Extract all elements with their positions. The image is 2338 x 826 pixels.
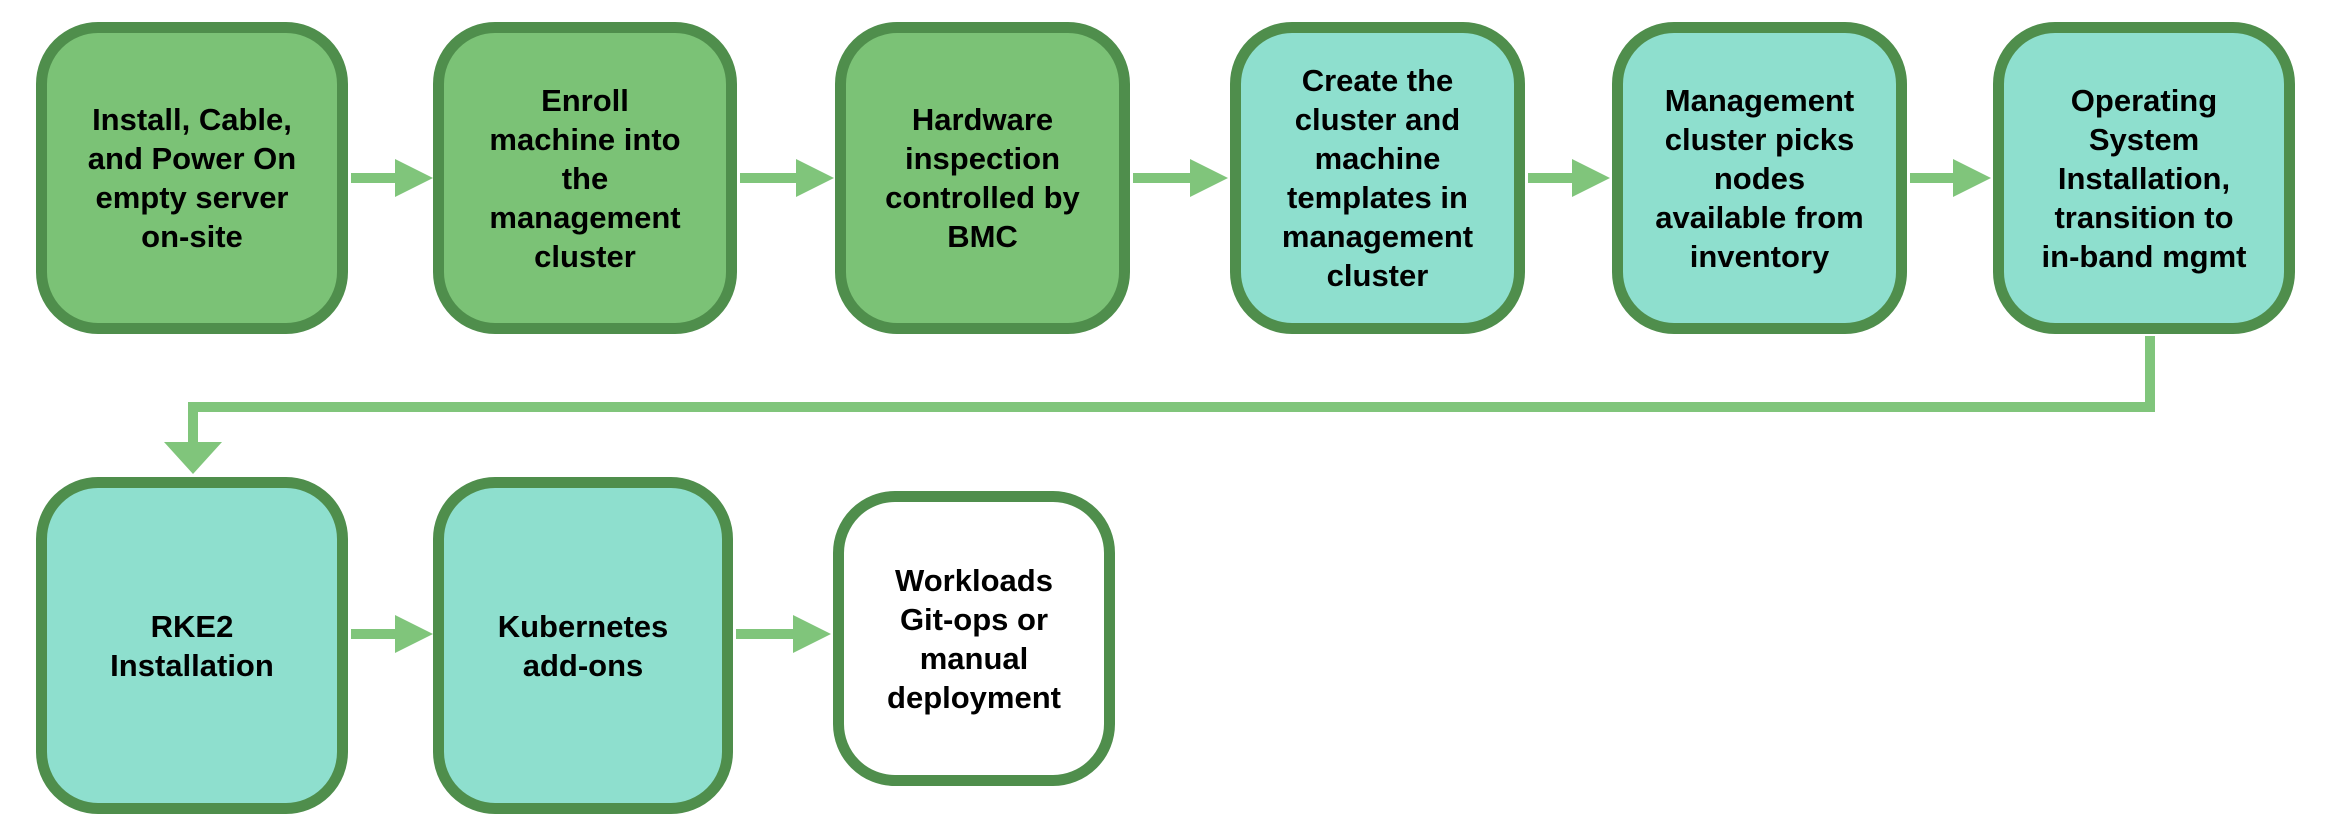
connector-vertical-segment <box>188 402 198 444</box>
node-os-installation: Operating System Installation, transitio… <box>1993 22 2295 334</box>
arrow-head <box>395 159 433 197</box>
node-cluster-picks-nodes: Management cluster picks nodes available… <box>1612 22 1907 334</box>
arrow-shaft <box>736 629 793 639</box>
arrow-shaft <box>351 629 395 639</box>
node-rke2-installation: RKE2 Installation <box>36 477 348 814</box>
arrow-head <box>1953 159 1991 197</box>
node-install-cable-power-on: Install, Cable, and Power On empty serve… <box>36 22 348 334</box>
arrow-down-icon <box>164 442 222 474</box>
arrow-right-icon <box>740 159 834 197</box>
arrow-shaft <box>351 173 395 183</box>
connector-horizontal-segment <box>188 402 2155 412</box>
arrow-head <box>796 159 834 197</box>
arrow-right-icon <box>351 615 433 653</box>
arrow-head <box>1572 159 1610 197</box>
node-kubernetes-addons: Kubernetes add-ons <box>433 477 733 814</box>
arrow-shaft <box>1133 173 1190 183</box>
node-create-templates: Create the cluster and machine templates… <box>1230 22 1525 334</box>
arrow-right-icon <box>1910 159 1991 197</box>
arrow-shaft <box>1528 173 1572 183</box>
arrow-head <box>793 615 831 653</box>
arrow-shaft <box>740 173 796 183</box>
arrow-right-icon <box>1528 159 1610 197</box>
arrow-right-icon <box>351 159 433 197</box>
node-enroll-machine: Enroll machine into the management clust… <box>433 22 737 334</box>
arrow-head <box>1190 159 1228 197</box>
node-workloads-deployment: Workloads Git-ops or manual deployment <box>833 491 1115 786</box>
arrow-head <box>395 615 433 653</box>
arrow-right-icon <box>736 615 831 653</box>
connector-vertical-segment <box>2145 336 2155 412</box>
arrow-shaft <box>1910 173 1953 183</box>
node-hardware-inspection: Hardware inspection controlled by BMC <box>835 22 1130 334</box>
arrow-right-icon <box>1133 159 1228 197</box>
